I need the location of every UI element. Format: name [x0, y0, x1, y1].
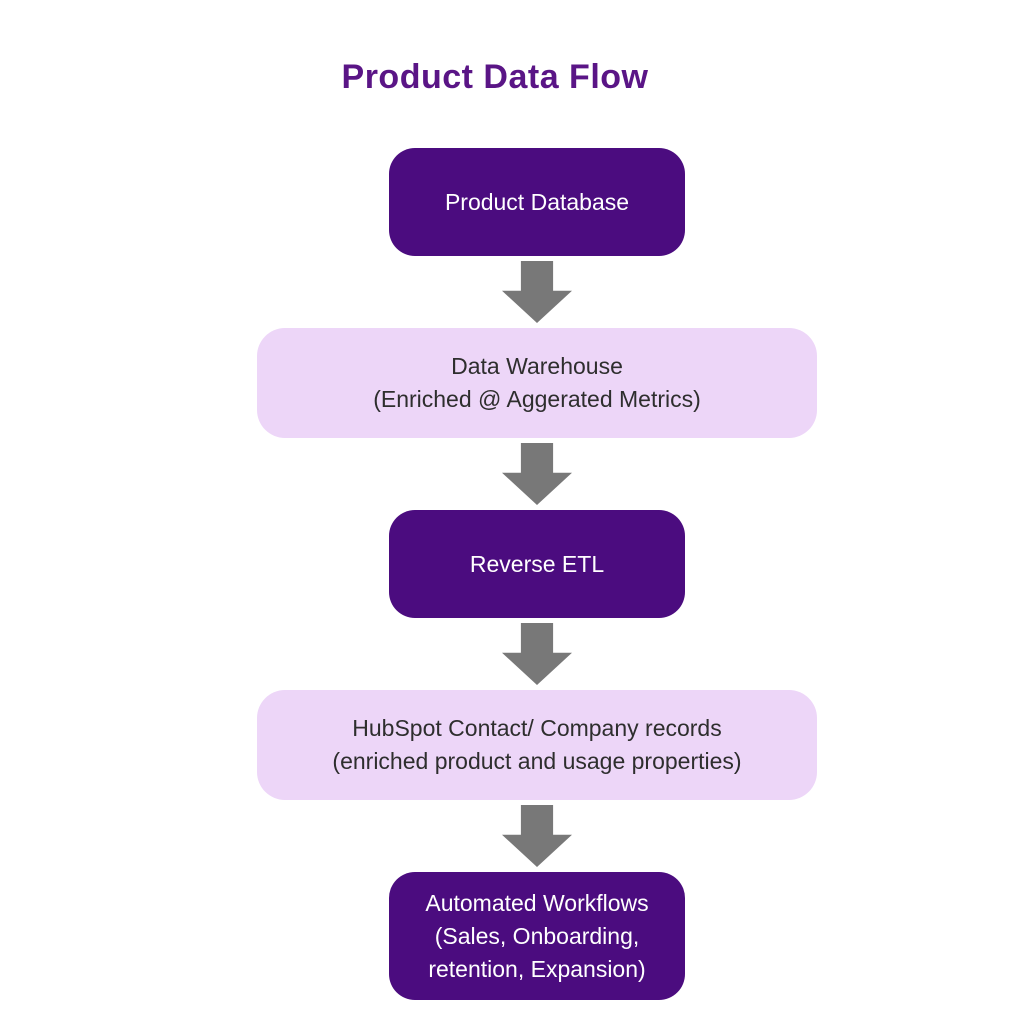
node-label: Reverse ETL	[469, 550, 605, 577]
node-label: HubSpot Contact/ Company records	[352, 715, 722, 741]
down-arrow-icon	[502, 623, 572, 685]
node-label: Product Database	[444, 188, 630, 215]
node-label: Data Warehouse	[451, 353, 623, 379]
node-label: Automated Workflows	[425, 889, 649, 916]
flow-node-hubspot-records: HubSpot Contact/ Company records (enrich…	[257, 690, 817, 800]
page-title: Product Data Flow	[341, 58, 649, 96]
page-title-wrap: Product Data Flow	[0, 58, 990, 97]
down-arrow-icon	[502, 805, 572, 867]
down-arrow-icon	[502, 443, 572, 505]
flow-node-reverse-etl: Reverse ETL	[389, 510, 685, 618]
node-sublabel: retention, Expansion)	[428, 955, 646, 982]
node-sublabel: (Sales, Onboarding,	[434, 922, 640, 949]
flow-node-data-warehouse: Data Warehouse (Enriched @ Aggerated Met…	[257, 328, 817, 438]
node-sublabel: (Enriched @ Aggerated Metrics)	[373, 386, 701, 412]
flow-node-product-database: Product Database	[389, 148, 685, 256]
flow-column: Product Database Data Warehouse (Enriche…	[257, 148, 817, 1000]
down-arrow-icon	[502, 261, 572, 323]
node-sublabel: (enriched product and usage properties)	[332, 748, 742, 774]
flow-node-automated-workflows: Automated Workflows (Sales, Onboarding, …	[389, 872, 685, 1000]
